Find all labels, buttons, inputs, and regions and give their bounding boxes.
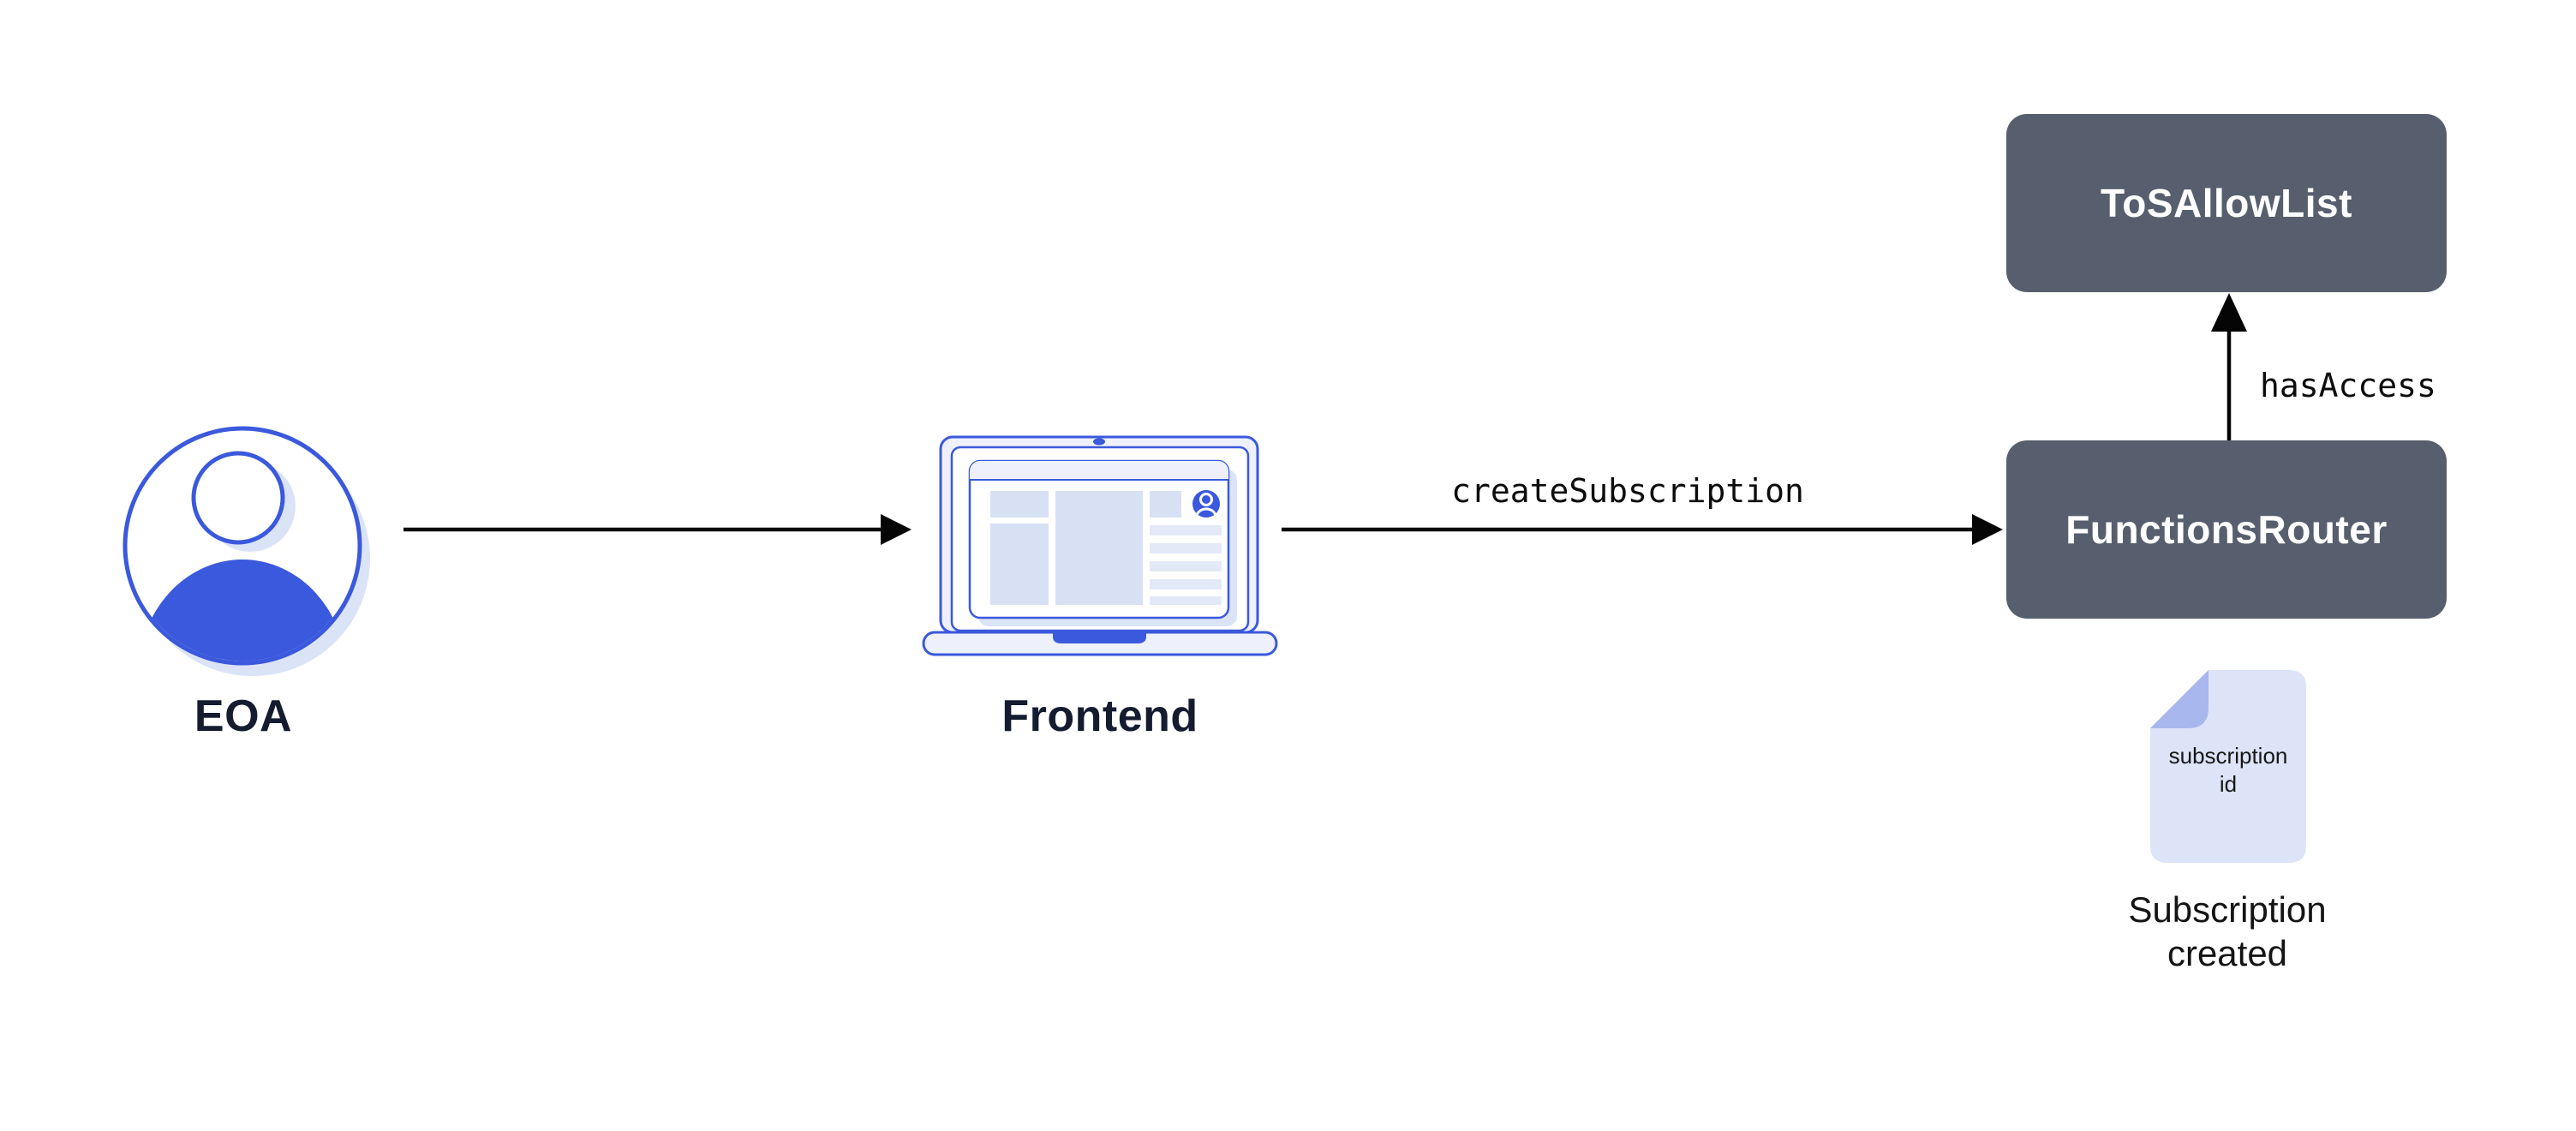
laptop-base — [922, 631, 1278, 656]
tos-allow-list-label: ToSAllowList — [2101, 181, 2352, 225]
edge-label-create-subscription: createSubscription — [1451, 472, 1804, 510]
laptop-icon — [922, 435, 1278, 656]
arrow-router-to-allowlist — [2211, 293, 2247, 440]
laptop-bezel — [939, 435, 1259, 634]
text-bar — [1150, 543, 1222, 554]
avatar-shadow — [135, 441, 370, 676]
text-bar — [1150, 579, 1222, 589]
laptop-screen — [950, 446, 1250, 632]
arrowhead-right-icon — [881, 514, 911, 545]
subscription-created-caption: Subscription created — [2099, 888, 2356, 975]
text-bar — [1150, 561, 1222, 571]
content-block — [1150, 491, 1181, 518]
webcam-icon — [1093, 438, 1105, 446]
laptop-notch — [1053, 633, 1146, 643]
document-text-line2: id — [2219, 771, 2238, 797]
text-bar — [1150, 596, 1222, 605]
arrow-eoa-to-frontend — [403, 514, 911, 545]
arrowhead-right-icon — [1972, 514, 2003, 545]
text-bar — [1150, 525, 1222, 536]
arrowhead-up-icon — [2211, 293, 2247, 332]
mini-avatar-head — [1199, 493, 1213, 506]
document-fold — [2150, 670, 2208, 728]
eoa-label: EOA — [194, 691, 293, 741]
browser-window — [968, 459, 1230, 619]
browser-shadow — [978, 470, 1237, 626]
document-text: subscription id — [2150, 742, 2306, 799]
content-block — [990, 491, 1049, 518]
content-block — [990, 524, 1049, 605]
edge-label-has-access: hasAccess — [2260, 367, 2436, 404]
mini-avatar-icon — [1192, 490, 1220, 518]
mini-avatar-shoulders — [1195, 507, 1217, 518]
user-avatar-icon — [123, 426, 370, 676]
functions-router-box: FunctionsRouter — [2006, 440, 2447, 619]
avatar-head-shadow — [205, 461, 296, 552]
functions-router-label: FunctionsRouter — [2065, 507, 2388, 552]
caption-line1: Subscription — [2128, 889, 2327, 930]
browser-header — [970, 461, 1228, 480]
content-block — [1055, 491, 1143, 605]
avatar-shoulders — [138, 560, 347, 661]
mini-avatar-ring — [1192, 490, 1220, 518]
avatar-head — [191, 451, 285, 545]
tos-allow-list-box: ToSAllowList — [2006, 114, 2447, 292]
document-text-line1: subscription — [2168, 743, 2288, 769]
frontend-label: Frontend — [1001, 691, 1198, 741]
avatar-circle — [123, 426, 362, 666]
arrow-frontend-to-router — [1282, 514, 2003, 545]
caption-line2: created — [2167, 933, 2288, 973]
